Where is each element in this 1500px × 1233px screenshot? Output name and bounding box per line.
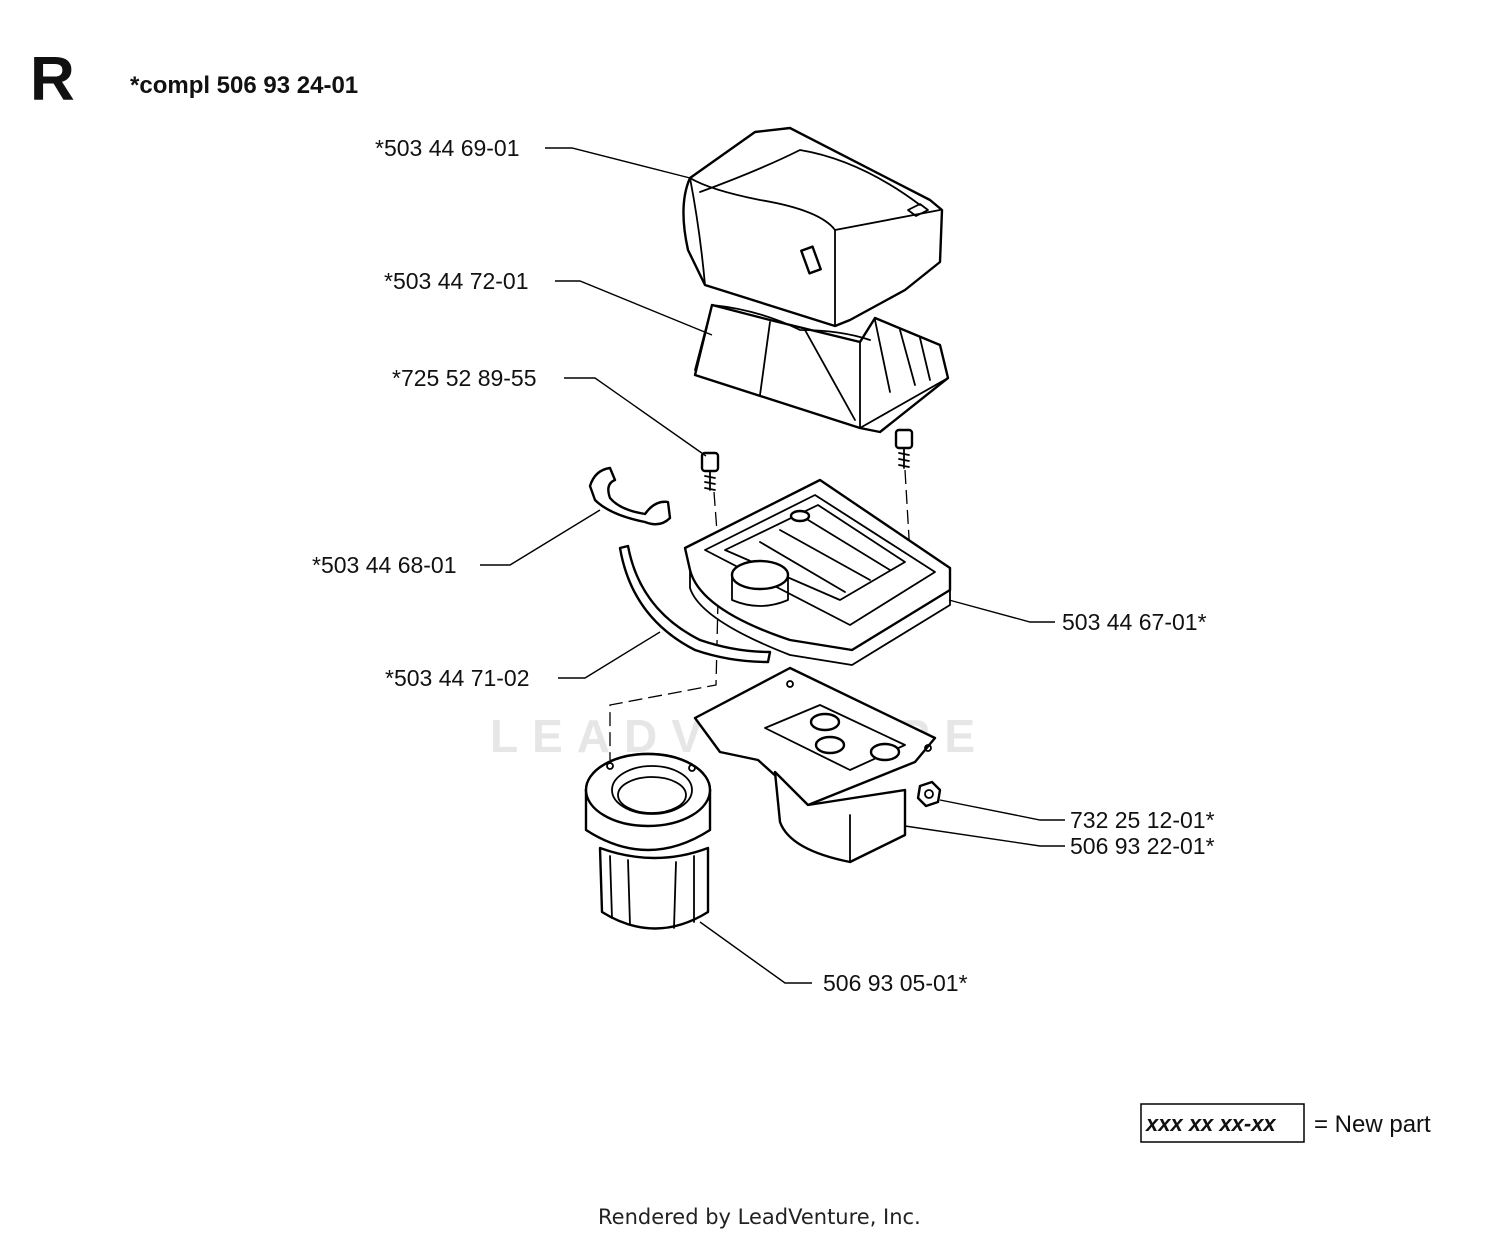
filter-holder-part-icon[interactable] [683,478,952,666]
footer-credit: Rendered by LeadVenture, Inc. [598,1205,921,1229]
part-label-screw[interactable]: *725 52 89-55 [392,365,537,391]
legend-code-box [1140,1103,1305,1143]
part-label-seal-strip[interactable]: *503 44 71-02 [385,665,530,691]
part-label-housing[interactable]: 506 93 22-01* [1070,833,1215,859]
filter-part-icon[interactable] [693,303,950,434]
prefilter-part-icon[interactable] [584,752,712,930]
sheet-letter: R [30,45,75,114]
clip-part-icon[interactable] [588,466,672,526]
legend-code: xxx xx xx-xx [1145,1111,1276,1136]
part-labels: *503 44 69-01 *503 44 72-01 *725 52 89-5… [312,135,1215,996]
part-label-nut[interactable]: 732 25 12-01* [1070,807,1215,833]
leader-lines [480,147,1065,984]
screw-part-icon[interactable] [700,428,914,491]
legend-meaning: = New part [1314,1111,1431,1138]
part-label-cover[interactable]: *503 44 69-01 [375,135,520,161]
part-label-prefilter[interactable]: 506 93 05-01* [823,970,968,996]
cover-part-icon[interactable] [682,126,944,328]
assembly-note: *compl 506 93 24-01 [130,72,358,99]
part-label-filter[interactable]: *503 44 72-01 [384,268,529,294]
housing-part-icon[interactable] [693,666,937,864]
part-label-clip[interactable]: *503 44 68-01 [312,552,457,578]
seal-strip-part-icon[interactable] [618,544,772,664]
part-label-holder[interactable]: 503 44 67-01* [1062,609,1207,635]
nut-part-icon[interactable] [916,780,942,808]
new-part-legend: xxx xx xx-xx = New part [1140,1103,1431,1143]
